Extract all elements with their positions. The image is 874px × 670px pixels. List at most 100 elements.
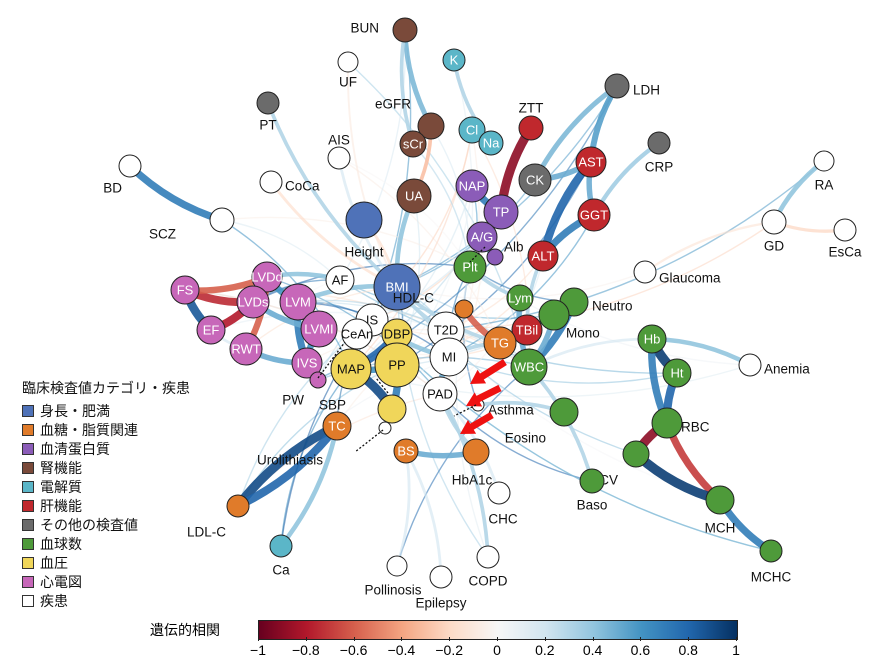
node-BS bbox=[393, 438, 419, 464]
node-RWT bbox=[229, 332, 263, 366]
colorbar-tick-mark bbox=[640, 637, 642, 641]
colorbar-tick-mark bbox=[258, 637, 259, 641]
colorbar-tick-mark bbox=[449, 637, 451, 641]
node-label-MCHC: MCHC bbox=[751, 570, 792, 585]
node-label-TG: TG bbox=[491, 336, 509, 351]
node-AG bbox=[466, 221, 498, 253]
legend-label: 心電図 bbox=[40, 573, 82, 590]
legend-swatch bbox=[22, 537, 34, 550]
node-label-T2D: T2D bbox=[434, 323, 459, 338]
edge-background bbox=[396, 85, 618, 288]
dotted-pointer bbox=[469, 246, 486, 263]
node-BD bbox=[118, 154, 142, 178]
node-label-GGT: GGT bbox=[580, 208, 608, 223]
node-GD bbox=[761, 209, 787, 235]
legend-label: 腎機能 bbox=[40, 459, 82, 476]
colorbar-gradient bbox=[258, 620, 738, 640]
node-label-AF: AF bbox=[332, 273, 349, 288]
colorbar-tick-mark bbox=[544, 637, 546, 641]
node-label-Hb: Hb bbox=[644, 332, 661, 347]
node-PW bbox=[309, 371, 327, 389]
node-label-Asthma: Asthma bbox=[488, 403, 534, 418]
node-AIS bbox=[327, 146, 351, 170]
node-label-PAD: PAD bbox=[427, 387, 453, 402]
node-label-Pollinosis: Pollinosis bbox=[364, 583, 421, 598]
legend-item: 血球数 bbox=[22, 534, 190, 553]
legend-item: 電解質 bbox=[22, 477, 190, 496]
colorbar-tick-label: 1 bbox=[732, 642, 740, 658]
node-SBP bbox=[377, 394, 407, 424]
edge-Pollinosis-BS bbox=[395, 449, 411, 568]
node-EF bbox=[196, 315, 226, 345]
colorbar-tick-label: −1 bbox=[250, 642, 266, 658]
colorbar-tick-mark bbox=[736, 637, 737, 641]
colorbar-tick-label: −0.4 bbox=[387, 642, 416, 658]
colorbar-tick-mark bbox=[353, 637, 355, 641]
colorbar-tick-mark bbox=[401, 637, 403, 641]
node-label-IS: IS bbox=[366, 313, 379, 328]
node-label-TC: TC bbox=[328, 419, 345, 434]
node-label-PW: PW bbox=[282, 393, 304, 408]
node-label-AST: AST bbox=[578, 155, 603, 170]
node-label-AIS: AIS bbox=[328, 133, 350, 148]
node-label-CoCa: CoCa bbox=[285, 179, 320, 194]
node-label-LDH: LDH bbox=[633, 83, 660, 98]
node-label-eGFR: eGFR bbox=[375, 97, 411, 112]
node-Ca bbox=[269, 534, 293, 558]
node-BUN bbox=[392, 17, 418, 43]
node-HDLC bbox=[454, 299, 474, 319]
node-label-CRP: CRP bbox=[645, 160, 674, 175]
node-LDH bbox=[604, 73, 630, 99]
node-RBC bbox=[651, 407, 683, 439]
node-label-SBP: SBP bbox=[319, 398, 346, 413]
node-label-ZTT: ZTT bbox=[519, 101, 544, 116]
node-UF bbox=[337, 51, 359, 73]
node-label-BUN: BUN bbox=[350, 21, 379, 36]
node-FS bbox=[170, 275, 200, 305]
node-EsCa bbox=[833, 218, 857, 242]
edge-BD-SCZ bbox=[126, 162, 226, 224]
node-label-Na: Na bbox=[483, 136, 500, 151]
red-arrow-shaft bbox=[476, 359, 507, 382]
node-Urolithiasis bbox=[378, 421, 392, 435]
category-legend: 臨床検査値カテゴリ・疾患 身長・肥満血糖・脂質関連血清蛋白質腎機能電解質肝機能そ… bbox=[22, 378, 190, 610]
node-label-BS: BS bbox=[397, 444, 415, 459]
node-label-HbA1c: HbA1c bbox=[452, 473, 493, 488]
node-LVM bbox=[279, 283, 317, 321]
legend-swatch bbox=[22, 518, 34, 531]
node-label-RA: RA bbox=[815, 178, 834, 193]
edge-background bbox=[350, 185, 473, 370]
legend-label: 血清蛋白質 bbox=[40, 440, 110, 457]
node-label-RBC: RBC bbox=[681, 420, 710, 435]
red-arrow-shaft bbox=[466, 411, 494, 433]
node-WBC bbox=[510, 348, 548, 386]
node-LVDd bbox=[251, 261, 283, 293]
edge-background bbox=[221, 219, 341, 281]
node-label-FS: FS bbox=[177, 283, 194, 298]
node-label-Baso: Baso bbox=[577, 498, 608, 513]
node-Lym bbox=[506, 284, 534, 312]
node-MCHC bbox=[759, 539, 783, 563]
node-CHC bbox=[487, 481, 511, 505]
legend-label: 血糖・脂質関連 bbox=[40, 421, 138, 438]
node-NAP bbox=[455, 169, 489, 203]
legend-label: その他の検査値 bbox=[40, 516, 138, 533]
node-label-HDLC: HDL-C bbox=[393, 291, 435, 306]
node-Cl bbox=[458, 116, 486, 144]
annotation-layer bbox=[317, 246, 507, 453]
node-GGT bbox=[577, 198, 611, 232]
red-arrow-head bbox=[470, 369, 487, 384]
node-Hb bbox=[637, 324, 667, 354]
colorbar-tick-mark bbox=[688, 637, 690, 641]
legend-item: 腎機能 bbox=[22, 458, 190, 477]
colorbar-tick-mark bbox=[305, 637, 307, 641]
node-label-sCr: sCr bbox=[403, 137, 424, 152]
node-label-RWT: RWT bbox=[231, 342, 260, 357]
colorbar-title: 遺伝的相関 bbox=[150, 622, 220, 638]
legend-item: 血清蛋白質 bbox=[22, 439, 190, 458]
legend-swatch bbox=[22, 423, 34, 436]
node-CoCa bbox=[259, 170, 283, 194]
